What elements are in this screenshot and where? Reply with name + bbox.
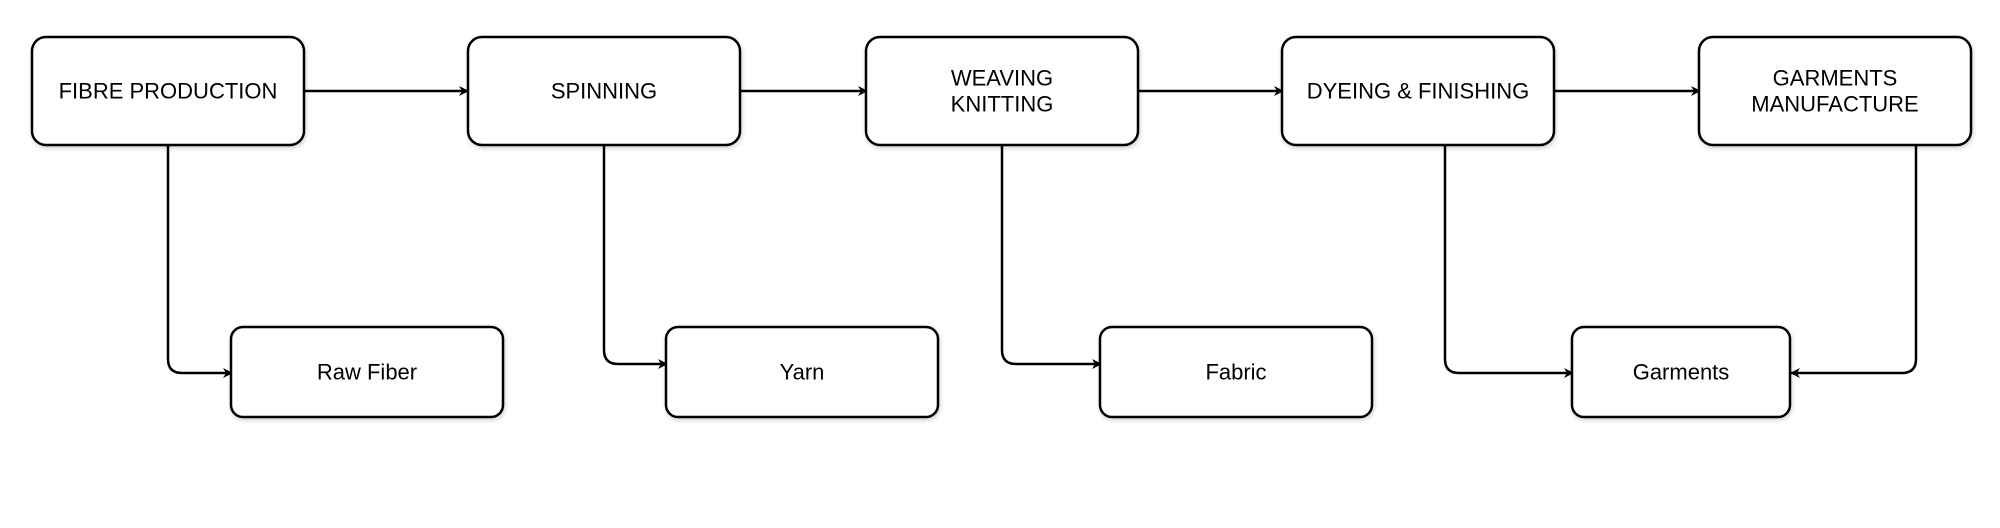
node-spinning: SPINNING: [466, 35, 742, 147]
edge-spinning-to-yarn: [602, 146, 668, 369]
node-garments-label: GARMENTS: [1773, 66, 1898, 91]
node-fibre-production: FIBRE PRODUCTION: [30, 35, 306, 147]
node-knitting-label: KNITTING: [951, 92, 1054, 117]
edge-weaving-to-fabric: [1000, 146, 1102, 369]
edge-garments-mfg-to-garments: [1790, 146, 1918, 378]
node-dyeing-finishing-label: DYEING & FINISHING: [1307, 79, 1529, 104]
node-weaving-knitting: WEAVING KNITTING: [864, 35, 1140, 147]
node-dyeing-finishing: DYEING & FINISHING: [1280, 35, 1556, 147]
process-steps: FIBRE PRODUCTION SPINNING WEAVING KNITTI…: [30, 35, 1973, 147]
node-manufacture-label: MANUFACTURE: [1751, 92, 1918, 117]
node-raw-fiber-label: Raw Fiber: [317, 360, 417, 385]
node-raw-fiber: Raw Fiber: [229, 325, 505, 419]
edge-dyeing-to-garments: [1443, 146, 1574, 378]
node-yarn: Yarn: [664, 325, 940, 419]
node-weaving-label: WEAVING: [951, 66, 1053, 91]
outputs: Raw Fiber Yarn Fabric Garments: [229, 325, 1792, 419]
node-fibre-production-label: FIBRE PRODUCTION: [59, 79, 278, 104]
edges: [166, 86, 1918, 378]
node-garments-output-label: Garments: [1633, 360, 1730, 385]
node-spinning-label: SPINNING: [551, 79, 657, 104]
edge-fibre-to-raw-fiber: [166, 146, 233, 378]
node-yarn-label: Yarn: [780, 360, 825, 385]
node-garments-manufacture: GARMENTS MANUFACTURE: [1697, 35, 1973, 147]
node-garments: Garments: [1570, 325, 1792, 419]
node-fabric: Fabric: [1098, 325, 1374, 419]
node-fabric-label: Fabric: [1205, 360, 1266, 385]
